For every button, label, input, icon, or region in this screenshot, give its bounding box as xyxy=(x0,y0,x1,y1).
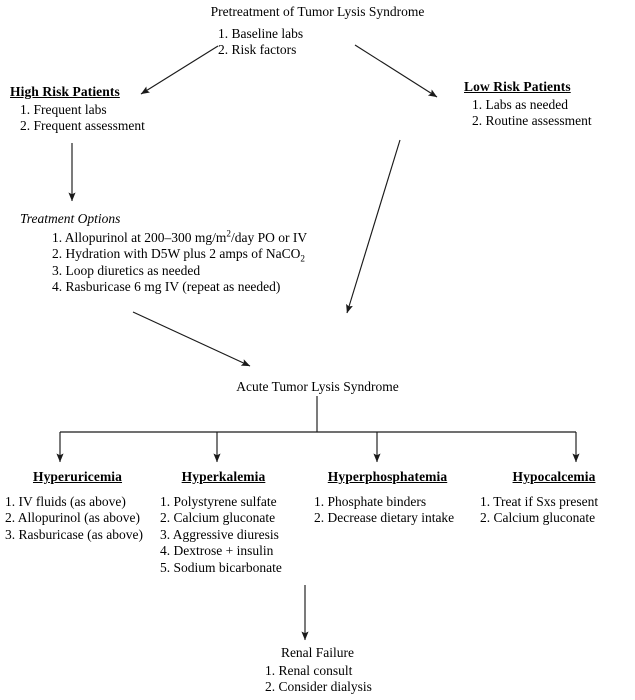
arrow-treatment-to-acute xyxy=(132,311,251,367)
list-item: 3. Rasburicase (as above) xyxy=(5,526,143,542)
hyperkalemia-list: 1. Polystyrene sulfate 2. Calcium glucon… xyxy=(160,494,287,576)
hypocalcemia-heading: Hypocalcemia xyxy=(512,469,596,484)
branch-hyperkalemia: Hyperkalemia 1. Polystyrene sulfate 2. C… xyxy=(160,469,287,576)
hyperkalemia-heading: Hyperkalemia xyxy=(181,469,266,484)
high-risk-list: 1. Frequent labs 2. Frequent assessment xyxy=(10,102,145,135)
top-node-baseline-block: 1. Baseline labs 2. Risk factors xyxy=(218,26,303,59)
treatment-item-1-suffix: /day PO or IV xyxy=(230,230,308,245)
list-item: 1. Frequent labs xyxy=(20,102,107,117)
acute-tls-label: Acute Tumor Lysis Syndrome xyxy=(236,379,399,394)
list-item: 1. Allopurinol at 200–300 mg/m2/day PO o… xyxy=(52,228,308,246)
list-item: 2. Allopurinol (as above) xyxy=(5,510,140,526)
list-item: 5. Sodium bicarbonate xyxy=(160,559,282,575)
branch-hyperphosphatemia: Hyperphosphatemia 1. Phosphate binders 2… xyxy=(310,469,465,527)
list-item: 2. Consider dialysis xyxy=(265,679,372,695)
list-item: 3. Aggressive diuresis xyxy=(160,526,279,542)
high-risk-heading: High Risk Patients xyxy=(10,84,120,99)
treatment-item-3-prefix: 3. Loop diuretics as needed xyxy=(52,262,201,278)
hyperphosphatemia-list: 1. Phosphate binders 2. Decrease dietary… xyxy=(310,494,465,527)
treatment-item-4-prefix: 4. Rasburicase 6 mg IV (repeat as needed… xyxy=(52,279,281,295)
list-item: 1. Labs as needed xyxy=(472,97,568,112)
list-item: 2. Calcium gluconate xyxy=(480,510,596,526)
list-item: 1. Baseline labs xyxy=(218,26,304,41)
list-item: 2. Routine assessment xyxy=(472,113,592,129)
low-risk-list: 1. Labs as needed 2. Routine assessment xyxy=(464,97,592,130)
list-item: 1. Phosphate binders xyxy=(314,494,427,509)
hyperuricemia-list: 1. IV fluids (as above) 2. Allopurinol (… xyxy=(5,494,150,543)
list-item: 2. Decrease dietary intake xyxy=(314,510,455,526)
treatment-options-heading: Treatment Options xyxy=(20,211,121,226)
list-item: 1. Treat if Sxs present xyxy=(480,494,599,509)
branch-hypocalcemia: Hypocalcemia 1. Treat if Sxs present 2. … xyxy=(478,469,630,527)
list-item: 4. Rasburicase 6 mg IV (repeat as needed… xyxy=(52,279,307,295)
list-item: 3. Loop diuretics as needed xyxy=(52,263,307,279)
high-risk-block: High Risk Patients 1. Frequent labs 2. F… xyxy=(10,84,145,135)
treatment-item-2-prefix: 2. Hydration with D5W plus 2 amps of NaC… xyxy=(52,246,301,262)
renal-failure-list: 1. Renal consult 2. Consider dialysis xyxy=(0,663,635,696)
renal-failure-label: Renal Failure xyxy=(280,645,355,660)
top-node-list: 1. Baseline labs 2. Risk factors xyxy=(218,26,303,59)
list-item: 4. Dextrose + insulin xyxy=(160,543,274,559)
list-item: 2. Hydration with D5W plus 2 amps of NaC… xyxy=(52,246,307,265)
low-risk-heading: Low Risk Patients xyxy=(464,79,571,94)
renal-failure-block: Renal Failure 1. Renal consult 2. Consid… xyxy=(0,645,635,696)
page-title: Pretreatment of Tumor Lysis Syndrome xyxy=(210,4,425,19)
list-item: 2. Risk factors xyxy=(218,42,297,58)
arrow-top-to-low-risk xyxy=(354,44,438,98)
list-item: 1. Renal consult xyxy=(265,663,353,678)
list-item: 2. Frequent assessment xyxy=(20,118,145,134)
hyperphosphatemia-heading: Hyperphosphatemia xyxy=(327,469,448,484)
list-item: 2. Calcium gluconate xyxy=(160,510,276,526)
arrow-low-risk-to-acute xyxy=(346,139,401,314)
list-item: 1. Polystyrene sulfate xyxy=(160,494,277,509)
hyperuricemia-heading: Hyperuricemia xyxy=(32,469,123,484)
list-item: 1. IV fluids (as above) xyxy=(5,494,126,509)
treatment-item-2-sub: 2 xyxy=(300,254,305,265)
hypocalcemia-list: 1. Treat if Sxs present 2. Calcium gluco… xyxy=(478,494,630,527)
treatment-item-1-prefix: 1. Allopurinol at 200–300 mg/m xyxy=(52,230,227,245)
low-risk-block: Low Risk Patients 1. Labs as needed 2. R… xyxy=(464,79,592,130)
treatment-item-1-sup: 2 xyxy=(226,228,231,239)
treatment-options-block: Treatment Options 1. Allopurinol at 200–… xyxy=(20,211,307,296)
arrow-top-to-high-risk xyxy=(140,45,219,95)
treatment-options-list: 1. Allopurinol at 200–300 mg/m2/day PO o… xyxy=(20,228,308,296)
branch-hyperuricemia: Hyperuricemia 1. IV fluids (as above) 2.… xyxy=(5,469,150,543)
